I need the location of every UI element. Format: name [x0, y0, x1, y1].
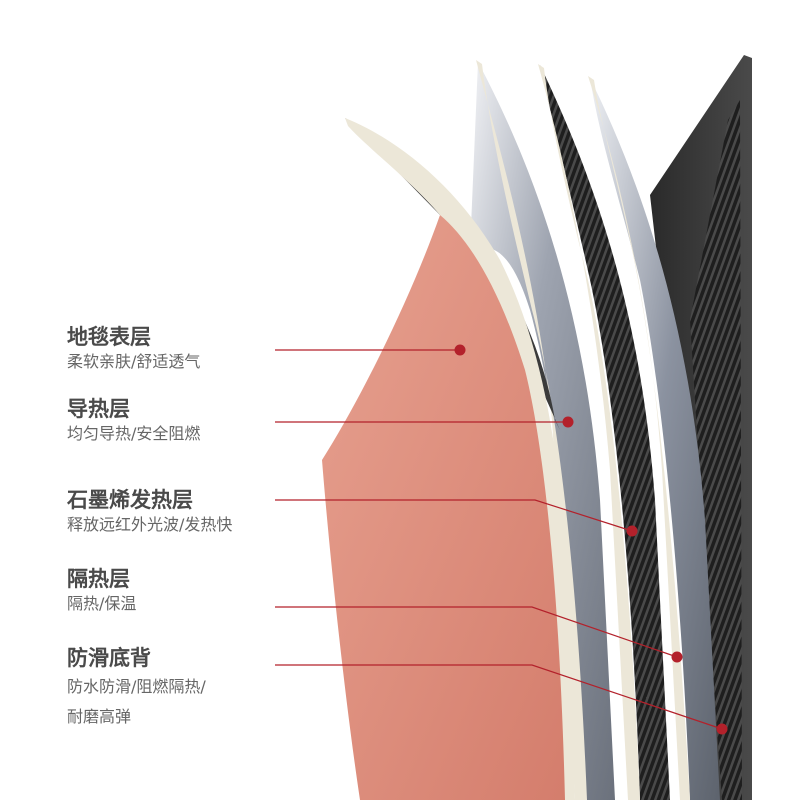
conduct-edge: [476, 60, 587, 800]
layer-title: 导热层: [67, 397, 130, 421]
layer-desc: 防水防滑/阻燃隔热/: [67, 677, 206, 696]
layer-title: 隔热层: [67, 567, 130, 591]
leader-line-4: [275, 606, 678, 658]
layer-title: 防滑底背: [67, 646, 151, 670]
layer-desc: 释放远红外光波/发热快: [67, 515, 233, 534]
graphene-edge: [538, 64, 640, 800]
marker-dot-1: [454, 344, 466, 356]
insulation-edge: [588, 76, 690, 800]
marker-dot-4: [671, 651, 683, 663]
marker-dot-3: [626, 525, 638, 537]
leader-line-3: [275, 499, 633, 532]
leader-lines: [275, 349, 723, 730]
label-carpet-surface: 地毯表层 柔软亲肤/舒适透气: [67, 324, 200, 374]
insulation-layer: [590, 78, 720, 800]
layer-desc: 柔软亲肤/舒适透气: [67, 352, 201, 371]
layer-desc: 均匀导热/安全阻燃: [67, 424, 201, 443]
label-antislip-backing: 防滑底背 防水防滑/阻燃隔热/ 耐磨高弹: [67, 645, 206, 729]
backing-stripes: [690, 100, 742, 800]
layer-desc: 耐磨高弹: [67, 707, 132, 726]
marker-dot-2: [562, 416, 574, 428]
layer-desc: 隔热/保温: [67, 594, 137, 613]
marker-dot-5: [716, 723, 728, 735]
label-insulation-layer: 隔热层 隔热/保温: [67, 566, 136, 616]
carpet-layer: [322, 215, 570, 800]
layer-title: 石墨烯发热层: [67, 488, 193, 512]
label-conduct-layer: 导热层 均匀导热/安全阻燃: [67, 396, 200, 446]
layer-title: 地毯表层: [67, 325, 151, 349]
leader-line-5: [275, 664, 723, 730]
label-graphene-layer: 石墨烯发热层 释放远红外光波/发热快: [67, 487, 232, 537]
conduct-layer: [470, 62, 615, 800]
graphene-layer: [540, 65, 670, 800]
